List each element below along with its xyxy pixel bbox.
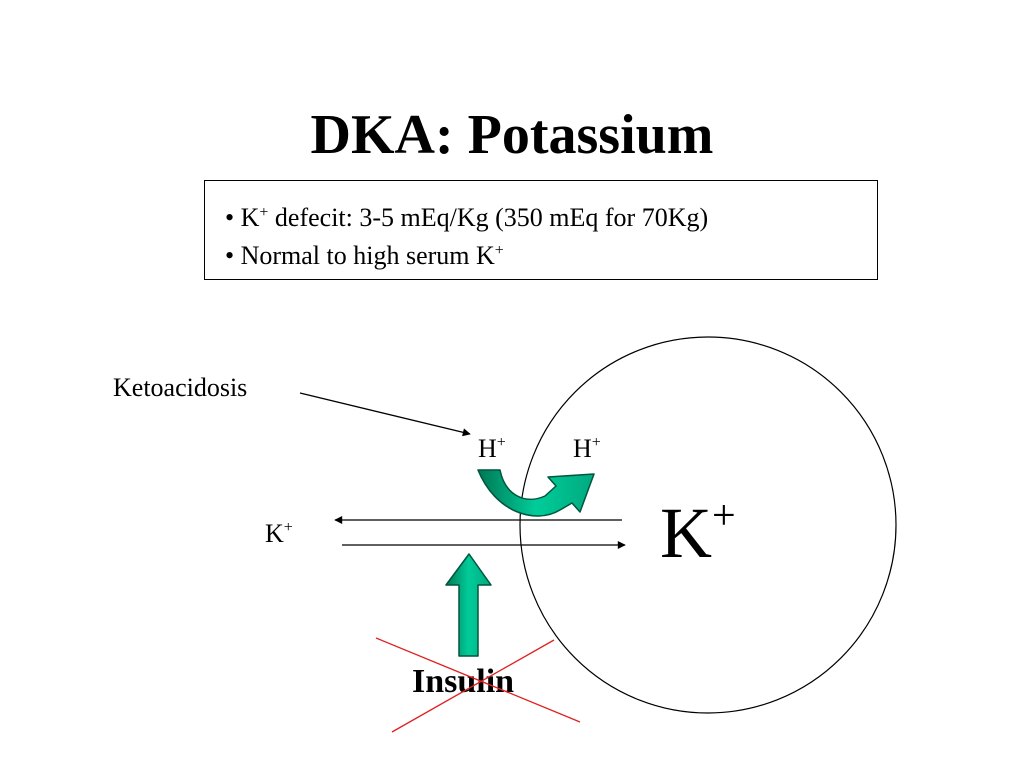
bullet-symbol: • xyxy=(225,203,235,232)
bullet-superscript: + xyxy=(259,204,269,221)
cell-circle xyxy=(519,336,897,714)
bullet-k-deficit: • K+ defecit: 3-5 mEq/Kg (350 mEq for 70… xyxy=(225,199,877,237)
bullet-text-post: defecit: 3-5 mEq/Kg (350 mEq for 70Kg) xyxy=(268,203,709,232)
insulin-cross-line-1 xyxy=(375,637,581,723)
insulin-label: Insulin xyxy=(412,663,514,700)
info-box: • K+ defecit: 3-5 mEq/Kg (350 mEq for 70… xyxy=(204,180,878,280)
insulin-cross-line-2 xyxy=(391,639,555,733)
bullet-superscript: + xyxy=(494,242,504,259)
h-plus-exiting-label: H+ xyxy=(573,434,601,463)
bullet-symbol: • xyxy=(225,241,235,270)
ketoacidosis-label: Ketoacidosis xyxy=(113,373,247,402)
slide-title: DKA: Potassium xyxy=(310,104,714,166)
ketoacidosis-pointer-arrow xyxy=(299,392,471,437)
k-plus-extracellular-label: K+ xyxy=(265,519,293,548)
h-exchange-curved-arrow xyxy=(477,469,595,517)
h-plus-entering-label: H+ xyxy=(478,434,506,463)
k-plus-intracellular-label: K+ xyxy=(660,493,736,573)
bullet-serum-k: • Normal to high serum K+ xyxy=(225,237,877,275)
insulin-up-arrow xyxy=(445,553,492,657)
bullet-text-pre: K xyxy=(240,203,260,232)
bullet-text-pre: Normal to high serum K xyxy=(240,241,495,270)
